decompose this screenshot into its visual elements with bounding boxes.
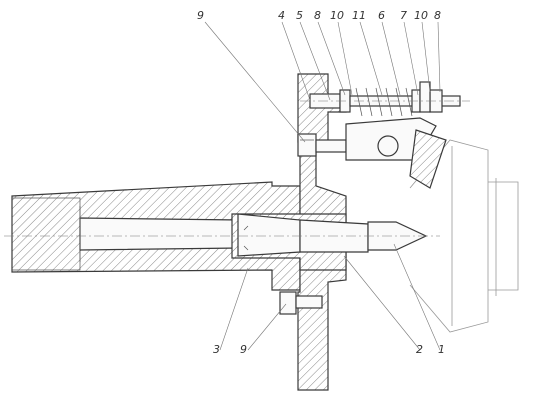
callout-4: 4 [278,9,285,22]
leader-lines [204,21,441,351]
callout-10-right: 10 [414,9,428,22]
callout-9-top: 9 [197,9,204,22]
callout-9-bottom: 9 [240,343,247,356]
callout-5: 5 [296,9,303,22]
callout-1: 1 [438,343,445,356]
callout-10-left: 10 [330,9,344,22]
lower-screw [279,291,323,315]
callout-3: 3 [213,343,220,356]
callout-8-right: 8 [434,9,441,22]
callout-8-left: 8 [314,9,321,22]
callout-11: 11 [352,9,366,22]
lever-arm [345,117,447,189]
callout-7: 7 [400,9,407,22]
callout-6: 6 [378,9,385,22]
callout-2: 2 [416,343,423,356]
